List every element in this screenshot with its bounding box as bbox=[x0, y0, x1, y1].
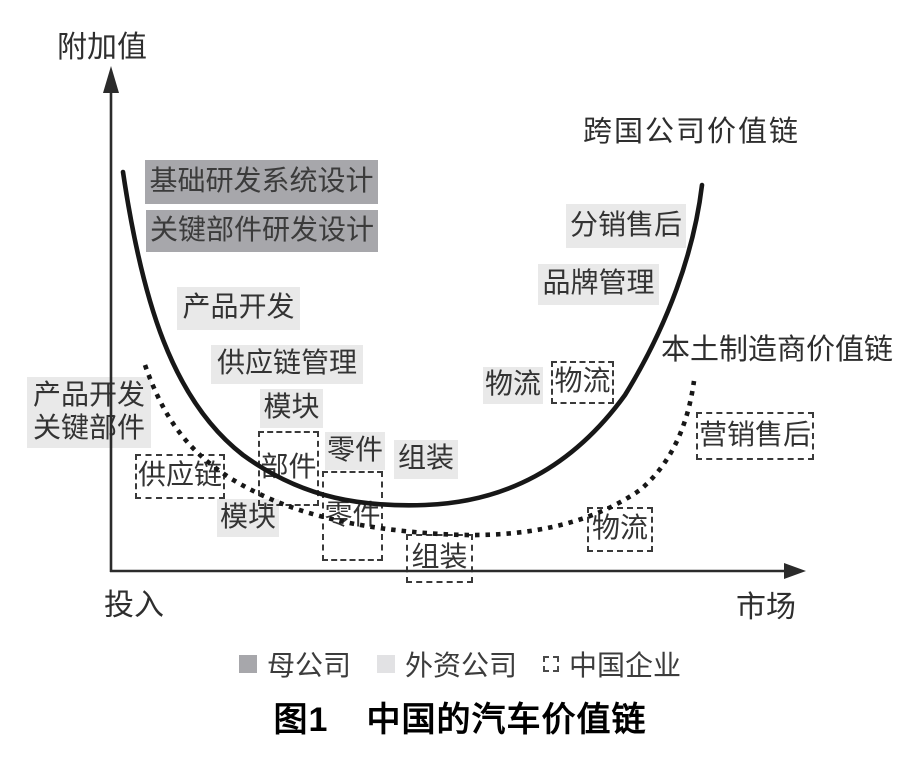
multinational-curve-label: 跨国公司价值链 bbox=[583, 116, 801, 148]
legend-label: 母公司 bbox=[266, 651, 351, 682]
legend-item-foreign: 外资公司 bbox=[376, 644, 517, 684]
foreign-company-swatch-icon bbox=[376, 655, 395, 673]
y-axis-label: 附加值 bbox=[57, 31, 147, 64]
caption-number: 图1 bbox=[273, 701, 329, 739]
value-chain-node-chinese: 营销售后 bbox=[696, 412, 814, 460]
legend-item-parent: 母公司 bbox=[238, 644, 351, 684]
legend-label: 中国企业 bbox=[569, 651, 682, 682]
legend-label: 外资公司 bbox=[404, 651, 517, 682]
chinese-company-swatch-icon bbox=[543, 656, 559, 672]
legend-item-chinese: 中国企业 bbox=[543, 644, 681, 684]
caption-title: 中国的汽车价值链 bbox=[366, 701, 647, 739]
x-axis-start-label: 投入 bbox=[104, 589, 164, 622]
figure-caption: 图1 中国的汽车价值链 bbox=[0, 692, 920, 741]
legend: 母公司 外资公司 中国企业 bbox=[0, 644, 920, 684]
parent-company-swatch-icon bbox=[238, 655, 257, 673]
local-curve-label: 本土制造商价值链 bbox=[661, 334, 894, 366]
x-axis-end-label: 市场 bbox=[736, 591, 796, 624]
